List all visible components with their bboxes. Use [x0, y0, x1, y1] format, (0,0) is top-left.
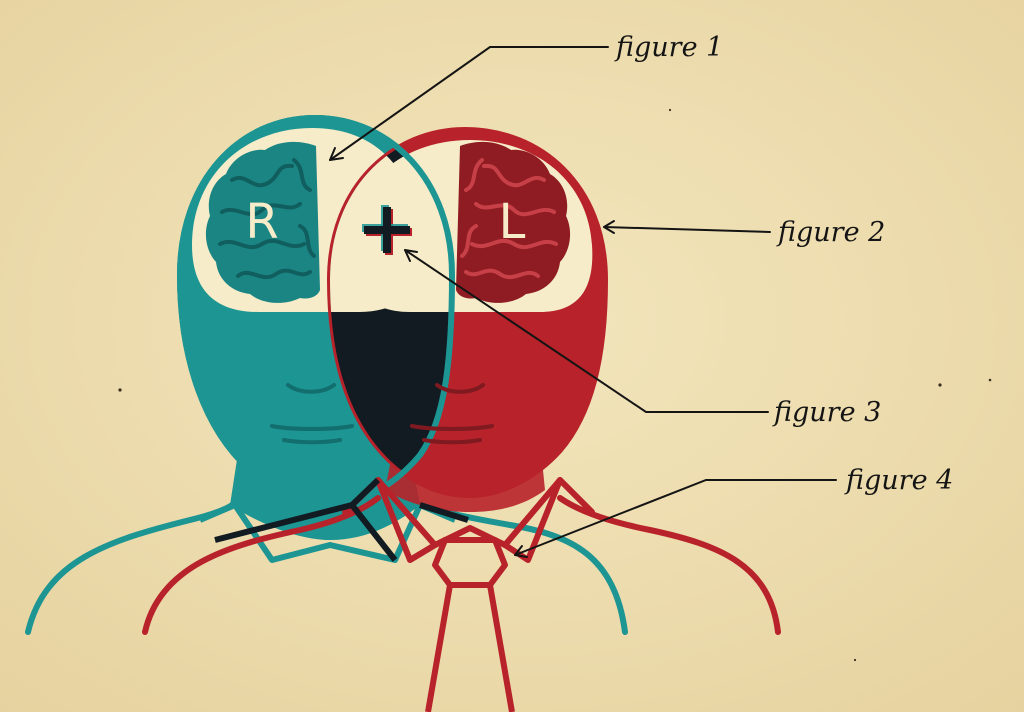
- callout-lines: [329, 46, 837, 558]
- red-collar-fold-left: [375, 477, 438, 563]
- callout-3-arrow: [404, 249, 418, 262]
- callout-3-line: [404, 249, 769, 413]
- right-letter: R: [245, 194, 278, 250]
- teal-face-mouth: [270, 424, 354, 445]
- callout-1-line: [329, 46, 609, 161]
- teal-face-eyes: [286, 383, 336, 394]
- red-face-mouth: [410, 424, 494, 445]
- callout-figure-1: figure 1: [614, 32, 723, 63]
- callout-figure-4: figure 4: [844, 465, 953, 496]
- callout-2-line: [603, 226, 771, 233]
- plus-icon: [362, 205, 412, 255]
- left-letter: L: [499, 194, 526, 250]
- red-face-eyes: [435, 383, 485, 394]
- callout-4-arrow: [514, 545, 528, 558]
- callout-2-arrow: [603, 220, 615, 234]
- red-collar-fold-right: [502, 477, 563, 563]
- callout-figure-2: figure 2: [776, 217, 885, 248]
- paper-specks: [118, 108, 992, 662]
- tie-icon: [425, 537, 515, 712]
- red-brain-icon: [456, 141, 571, 303]
- callout-figure-3: figure 3: [772, 397, 881, 428]
- overlap-collar: [214, 477, 469, 562]
- teal-brain-icon: [205, 141, 320, 303]
- callout-4-line: [514, 479, 837, 556]
- callout-1-arrow: [329, 147, 344, 161]
